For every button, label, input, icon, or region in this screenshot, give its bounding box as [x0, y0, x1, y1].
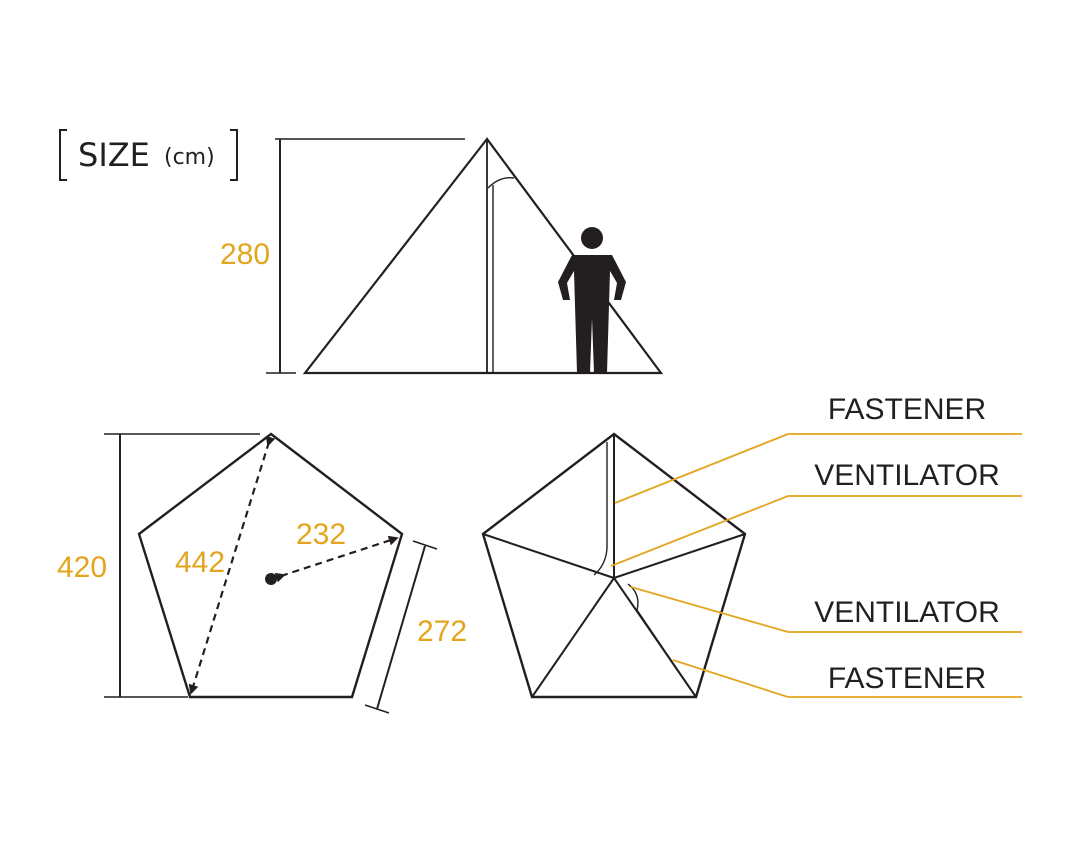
side-value: 272 [417, 615, 467, 648]
diagonal-value: 442 [175, 546, 225, 579]
center-point [265, 573, 277, 585]
upper-vent-curve [593, 547, 608, 576]
top-view-outline [481, 432, 747, 699]
floor-plan-view: 420 442 232 272 [57, 432, 467, 714]
size-heading-unit: (cm) [164, 145, 215, 170]
tent-side-view: 280 [220, 137, 664, 375]
tent-top-view: FASTENER VENTILATOR VENTILATOR FASTENER [481, 393, 1022, 699]
upper-fastener-leader [614, 433, 1022, 504]
upper-fastener-label: FASTENER [828, 393, 986, 426]
person-silhouette-icon [558, 227, 626, 373]
lower-fastener-seam [636, 609, 691, 689]
radius-arrow [274, 535, 399, 583]
diagonal-arrow [188, 435, 276, 695]
top-view-seam-5 [482, 533, 615, 579]
lower-vent-curve [627, 583, 639, 611]
size-heading-word: SIZE [78, 136, 150, 174]
lower-ventilator-leader [630, 586, 1022, 633]
side-bottom-tick [364, 704, 390, 714]
pole-top-curve [487, 177, 515, 189]
height-value: 280 [220, 238, 270, 271]
side-dimension-line [376, 545, 426, 710]
size-heading: SIZE (cm) [59, 129, 238, 181]
depth-value: 420 [57, 551, 107, 584]
left-bracket [59, 129, 67, 181]
floor-pentagon [137, 432, 404, 699]
top-view-seam-2 [613, 533, 746, 579]
radius-value: 232 [296, 518, 346, 551]
upper-ventilator-label: VENTILATOR [814, 459, 1000, 492]
side-top-tick [412, 540, 438, 550]
lower-fastener-leader [672, 659, 1022, 698]
top-view-seam-4 [531, 577, 615, 698]
upper-ventilator-leader [610, 495, 1022, 567]
right-bracket [230, 129, 238, 181]
lower-ventilator-label: VENTILATOR [814, 596, 1000, 629]
lower-fastener-label: FASTENER [828, 662, 986, 695]
